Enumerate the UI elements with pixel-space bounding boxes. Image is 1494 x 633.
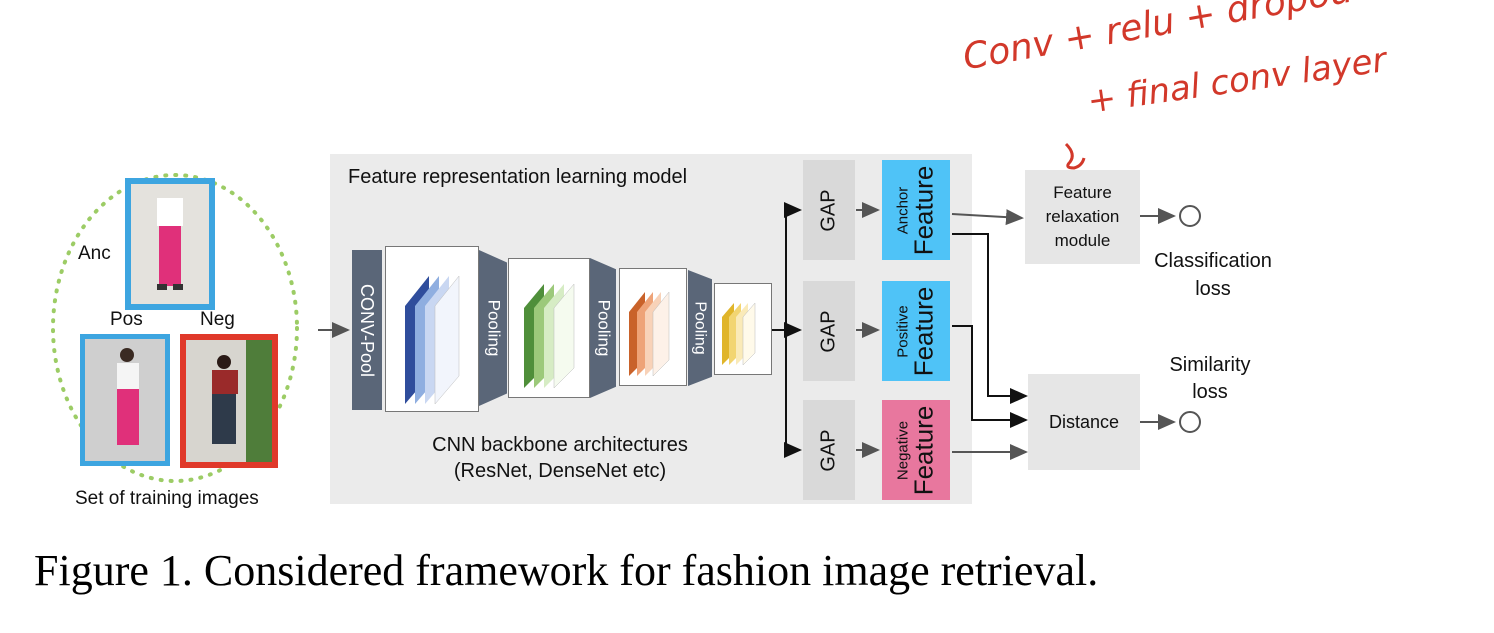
- gap-label-positive: GAP: [817, 309, 840, 353]
- relaxation-line1: Feature: [1053, 183, 1112, 202]
- negative-person-icon: [186, 340, 272, 462]
- gap-label-negative: GAP: [817, 428, 840, 472]
- conv-pool-block: CONV-Pool: [352, 250, 382, 410]
- negative-image: [180, 334, 278, 468]
- positive-person-icon: [85, 339, 165, 461]
- anchor-feature-big: Feature: [908, 165, 939, 255]
- anchor-feature: Anchor Feature: [882, 160, 950, 260]
- similarity-loss-node-icon: [1179, 411, 1201, 433]
- negative-feature: Negative Feature: [882, 400, 950, 500]
- negative-feature-big: Feature: [908, 405, 939, 495]
- positive-feature: Positive Feature: [882, 281, 950, 381]
- pooling-label-3: Pooling: [692, 301, 709, 355]
- anchor-image: [125, 178, 215, 310]
- classification-loss-node-icon: [1179, 205, 1201, 227]
- pooling-block-1: Pooling: [479, 250, 507, 406]
- pooling-block-2: Pooling: [590, 258, 616, 398]
- training-set-label: Set of training images: [75, 488, 259, 509]
- anchor-label: Anc: [78, 243, 111, 264]
- negative-label: Neg: [200, 309, 235, 330]
- training-set-dotted-circle: [51, 173, 299, 483]
- relaxation-line3: module: [1054, 231, 1111, 250]
- positive-label: Pos: [110, 309, 143, 330]
- similarity-loss-line2: loss: [1192, 381, 1228, 403]
- feature-relaxation-module: Feature relaxation module: [1025, 170, 1140, 264]
- gap-negative: GAP: [803, 400, 855, 500]
- annotation-arrow-icon: [1064, 142, 1086, 170]
- figure-caption: Figure 1. Considered framework for fashi…: [34, 546, 1099, 595]
- distance-box: Distance: [1028, 374, 1140, 470]
- positive-image: [80, 334, 170, 466]
- backbone-line2: (ResNet, DenseNet etc): [453, 460, 667, 482]
- anchor-garment-icon: [131, 184, 209, 304]
- backbone-line1: CNN backbone architectures: [432, 434, 688, 456]
- model-title: Feature representation learning model: [348, 166, 688, 188]
- pooling-label-1: Pooling: [484, 299, 503, 357]
- similarity-loss-line1: Similarity: [1169, 354, 1251, 376]
- classification-loss-line1: Classification: [1154, 250, 1272, 272]
- positive-feature-big: Feature: [908, 286, 939, 376]
- classification-loss-line2: loss: [1195, 278, 1231, 300]
- pooling-label-2: Pooling: [594, 299, 613, 357]
- distance-label: Distance: [1048, 411, 1120, 432]
- stage4-feature-maps-icon: [722, 302, 756, 366]
- pooling-block-3: Pooling: [688, 270, 712, 386]
- stage3-feature-maps-icon: [629, 291, 670, 377]
- gap-label-anchor: GAP: [817, 188, 840, 232]
- relaxation-line2: relaxation: [1045, 207, 1120, 226]
- gap-positive: GAP: [803, 281, 855, 381]
- stage1-feature-maps-icon: [405, 275, 460, 405]
- stage2-feature-maps-icon: [524, 283, 575, 389]
- conv-pool-label: CONV-Pool: [357, 283, 378, 377]
- gap-anchor: GAP: [803, 160, 855, 260]
